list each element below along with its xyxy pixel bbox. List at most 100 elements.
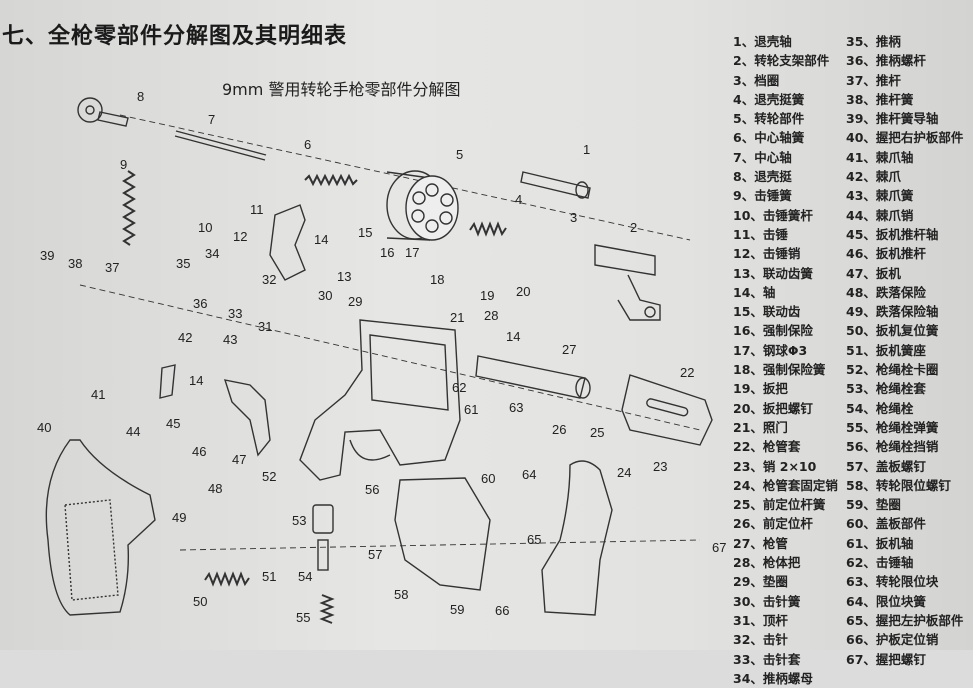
callout-number: 37: [105, 260, 120, 275]
diagram-subtitle: 9mm 警用转轮手枪零部件分解图: [222, 80, 461, 99]
parts-list-item: 61、扳机轴: [846, 535, 914, 551]
springs: [122, 170, 507, 624]
parts-list-item: 22、枪管套: [733, 439, 801, 455]
callout-number: 67: [712, 540, 727, 555]
callout-number: 45: [166, 416, 181, 431]
parts-list-item: 35、推柄: [846, 34, 901, 49]
parts-list-item: 17、钢球Φ3: [733, 342, 808, 358]
exploded-view-diagram: [45, 97, 713, 624]
parts-list-item: 62、击锤轴: [846, 555, 914, 571]
callout-number: 18: [430, 272, 445, 287]
callout-number: 64: [522, 467, 537, 482]
parts-list-item: 30、击针簧: [733, 593, 801, 609]
parts-list-item: 40、握把右护板部件: [846, 130, 964, 146]
callout-number: 22: [680, 365, 695, 380]
trigger-part: [223, 379, 271, 457]
parts-list-item: 56、枪绳栓挡销: [846, 439, 939, 455]
parts-list-item: 20、扳把螺钉: [733, 400, 813, 416]
parts-list-item: 47、扳机: [846, 265, 901, 281]
callout-number: 53: [292, 513, 307, 528]
callout-number: 32: [262, 272, 277, 287]
crane-part: [594, 244, 661, 321]
callout-number: 3: [570, 210, 578, 225]
callout-number: 2: [630, 220, 638, 235]
parts-list-item: 59、垫圈: [846, 497, 901, 513]
parts-list-item: 58、转轮限位螺钉: [846, 477, 951, 493]
parts-list-item: 45、扳机推杆轴: [846, 226, 939, 242]
parts-list-item: 46、扳机推杆: [846, 246, 926, 262]
parts-list-item: 21、照门: [733, 419, 788, 435]
parts-list-item: 42、棘爪: [846, 169, 901, 185]
parts-list-item: 26、前定位杆: [733, 516, 813, 532]
parts-list-item: 60、盖板部件: [846, 516, 926, 532]
callout-number: 62: [452, 380, 467, 395]
callout-number: 12: [233, 229, 248, 244]
parts-list-item: 5、转轮部件: [733, 111, 805, 127]
parts-list-item: 1、退壳轴: [733, 34, 792, 49]
callout-number: 31: [258, 319, 273, 334]
parts-list-item: 32、击针: [733, 632, 788, 648]
callout-number: 60: [481, 471, 496, 486]
callout-number: 34: [205, 246, 220, 261]
callout-number: 66: [495, 603, 510, 618]
parts-list-item: 50、扳机复位簧: [846, 323, 939, 339]
callout-number: 55: [296, 610, 311, 625]
callout-number: 15: [358, 225, 373, 240]
callout-number: 27: [562, 342, 577, 357]
parts-list-item: 38、推杆簧: [846, 91, 914, 107]
callout-number: 24: [617, 465, 632, 480]
callout-number: 14: [506, 329, 521, 344]
parts-list-item: 15、联动齿: [733, 304, 801, 320]
callout-number: 49: [172, 510, 187, 525]
parts-list-item: 51、扳机簧座: [846, 342, 926, 358]
callout-number: 46: [192, 444, 207, 459]
callout-number: 23: [653, 459, 668, 474]
ejector-star-part: [77, 97, 103, 123]
parts-list-item: 67、握把螺钉: [846, 651, 926, 667]
callout-number: 29: [348, 294, 363, 309]
parts-list-item: 9、击锤簧: [733, 188, 792, 204]
parts-list-item: 3、档圈: [733, 72, 780, 88]
barrel-part: [475, 355, 591, 399]
parts-list-item: 7、中心轴: [733, 149, 792, 165]
parts-list-item: 43、棘爪簧: [846, 188, 914, 204]
parts-list-item: 63、转轮限位块: [846, 574, 939, 590]
callout-number: 43: [223, 332, 238, 347]
callout-number: 61: [464, 402, 479, 417]
parts-list-item: 11、击锤: [733, 226, 788, 242]
callout-number: 28: [484, 308, 499, 323]
parts-list-item: 65、握把左护板部件: [846, 612, 964, 628]
lanyard-parts: [312, 504, 334, 571]
parts-list-item: 8、退壳挺: [733, 169, 792, 185]
parts-list-item: 49、跌落保险轴: [846, 304, 939, 320]
left-grip-part: [541, 460, 613, 616]
callout-number: 58: [394, 587, 409, 602]
parts-list-item: 53、枪绳栓套: [846, 381, 926, 397]
callout-number: 8: [137, 89, 145, 104]
parts-list-item: 36、推柄螺杆: [846, 53, 926, 69]
parts-list-item: 25、前定位杆簧: [733, 497, 826, 513]
callout-number: 14: [314, 232, 329, 247]
callout-number: 10: [198, 220, 213, 235]
assembly-axis-lines: [79, 114, 701, 551]
parts-list-item: 39、推杆簧导轴: [846, 111, 939, 127]
parts-list-item: 16、强制保险: [733, 323, 813, 339]
parts-list-item: 19、扳把: [733, 381, 788, 397]
callout-number: 5: [456, 147, 464, 162]
callout-number: 40: [37, 420, 52, 435]
hammer-part: [269, 204, 306, 281]
callout-number: 7: [208, 112, 216, 127]
callout-number: 17: [405, 245, 420, 260]
parts-list-item: 13、联动齿簧: [733, 265, 813, 281]
callout-number: 48: [208, 481, 223, 496]
callout-number: 19: [480, 288, 495, 303]
callout-number: 50: [193, 594, 208, 609]
callout-number: 42: [178, 330, 193, 345]
callout-number: 33: [228, 306, 243, 321]
callout-number: 21: [450, 310, 465, 325]
parts-list-item: 10、击锤簧杆: [733, 207, 813, 223]
callout-number: 9: [120, 157, 128, 172]
callout-number: 52: [262, 469, 277, 484]
callout-number: 14: [189, 373, 204, 388]
side-plate-part: [394, 477, 491, 591]
